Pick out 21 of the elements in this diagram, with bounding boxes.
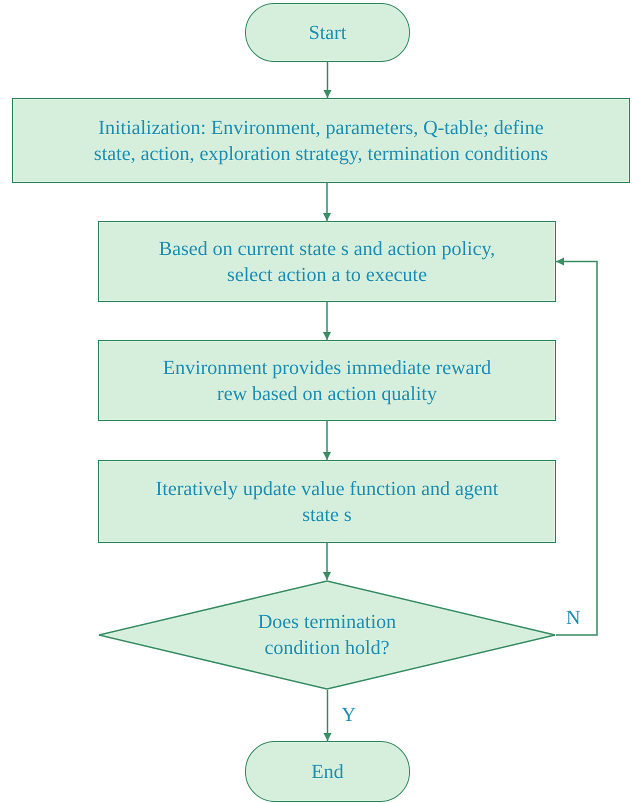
node-text: Iteratively update value function and agent state s (154, 476, 500, 528)
node-text: Start (308, 20, 346, 46)
node-text: End (311, 760, 344, 784)
process-box (98, 460, 556, 543)
node-text: Environment provides immediate reward rew based on action quality (162, 356, 492, 406)
arrow (323, 302, 331, 340)
arrow (324, 62, 332, 98)
process-box (98, 340, 556, 421)
decision-diamond (98, 580, 556, 690)
arrow (323, 421, 331, 460)
node-text: Based on current state s and action policy, select action a to execute (158, 236, 496, 288)
arrow (323, 543, 331, 580)
arrow (556, 258, 598, 636)
edge-label: N (566, 607, 580, 630)
node-text: Initialization: Environment, parameters, Q-table; define state, action, exploration strategy, termination conditions (92, 116, 550, 166)
process-box (12, 98, 630, 183)
node-text: Does termination condition hold? (256, 610, 398, 661)
arrow (323, 183, 331, 221)
arrow (324, 690, 332, 741)
process-box (98, 221, 556, 302)
edge-label: Y (342, 704, 356, 726)
